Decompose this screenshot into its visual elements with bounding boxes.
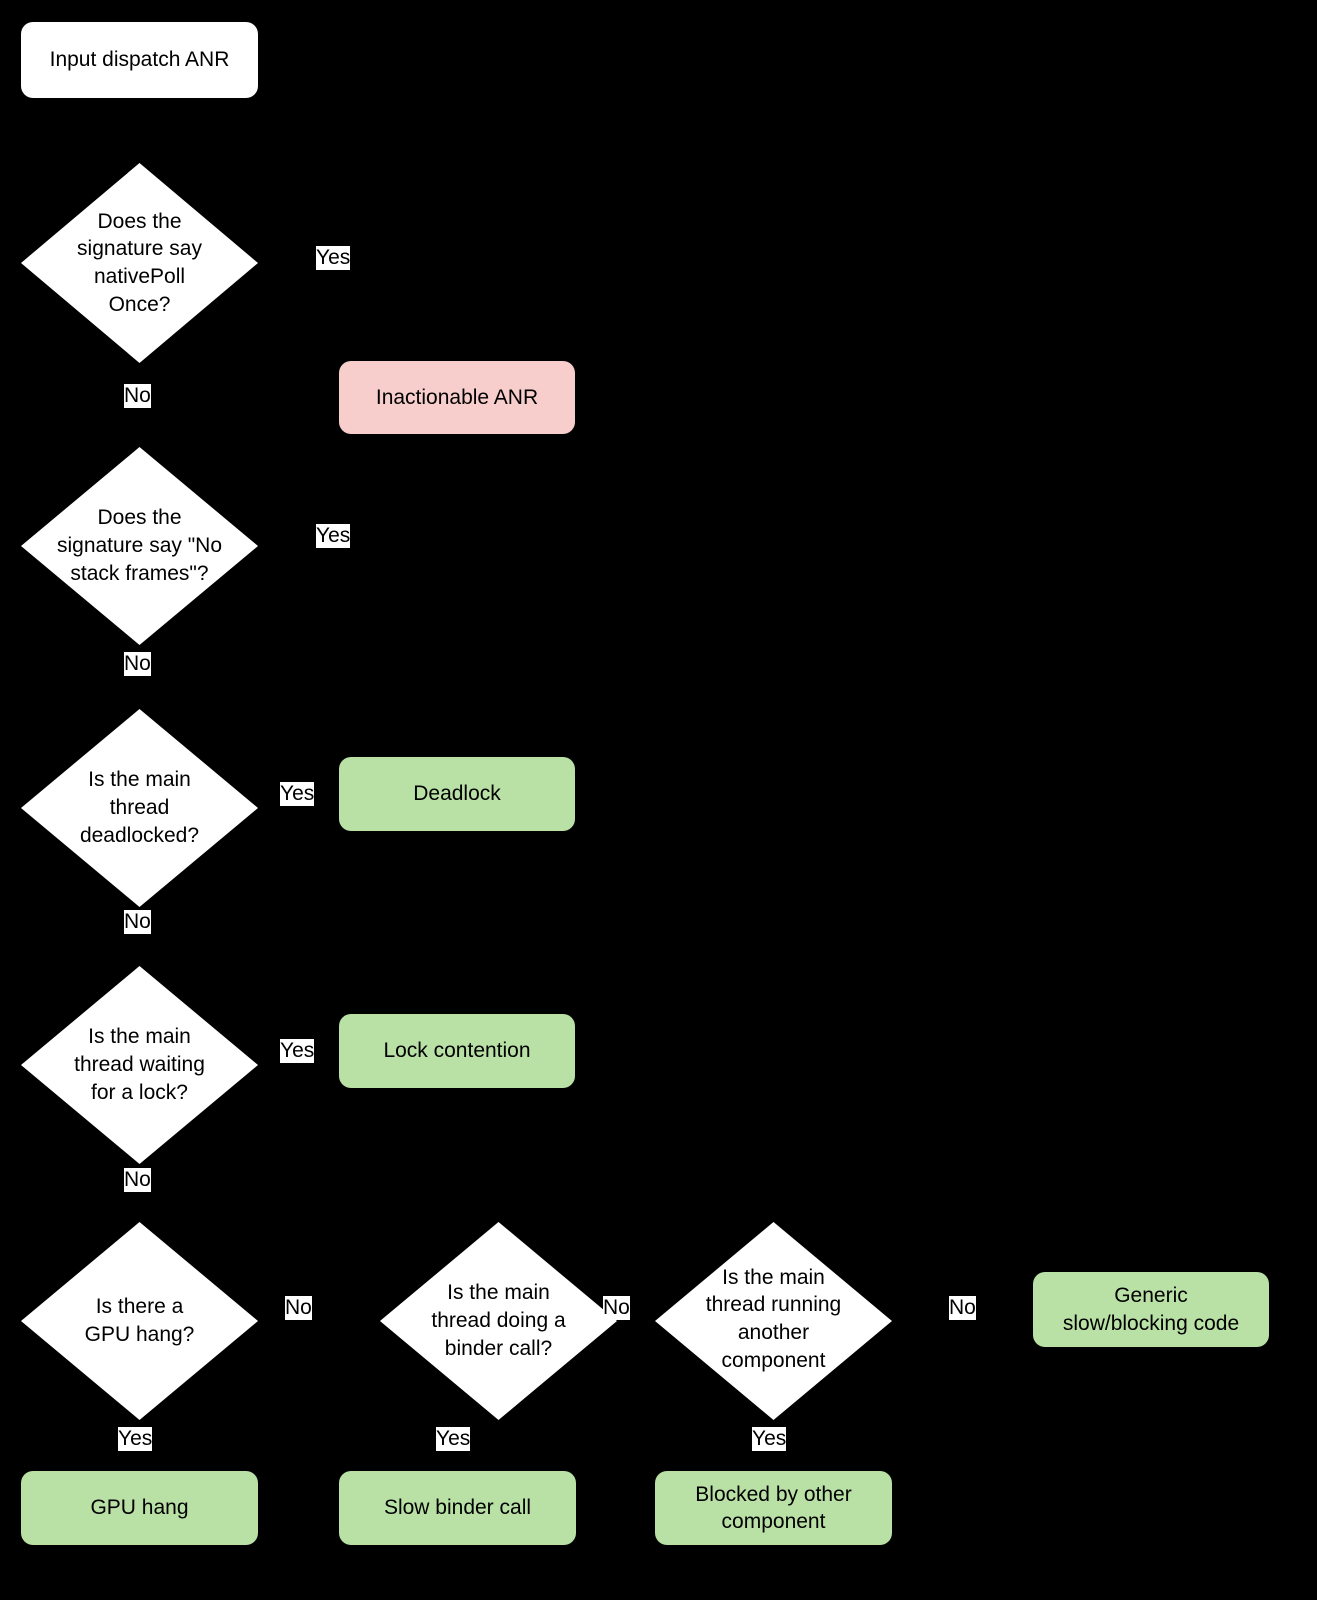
- decision-main-thread-deadlocked[interactable]: Is the main thread deadlocked?: [21, 709, 258, 907]
- decision-label: Is the main thread doing a binder call?: [431, 1281, 566, 1360]
- edge-label-d7-no: No: [949, 1296, 976, 1321]
- node-label: Inactionable ANR: [375, 385, 539, 409]
- edge-d1-yes-right: [258, 262, 458, 264]
- edge-d2-yes-right: [258, 545, 458, 547]
- decision-nativepollonce[interactable]: Does the signature say nativePoll Once?: [21, 163, 258, 363]
- node-label: Input dispatch ANR: [49, 48, 230, 72]
- edge-d1-yes-down: [456, 262, 458, 361]
- decision-label: Is the main thread running another compo…: [705, 1265, 842, 1372]
- node-terminal-deadlock[interactable]: Deadlock: [339, 757, 575, 831]
- edge-label-d3-yes: Yes: [280, 782, 315, 807]
- node-label: Slow binder call: [383, 1496, 532, 1520]
- edge-label-d6-no: No: [603, 1296, 630, 1321]
- node-label: GPU hang: [90, 1496, 189, 1520]
- decision-label: Does the signature say "No stack frames"…: [56, 506, 223, 585]
- decision-label: Is the main thread deadlocked?: [79, 768, 200, 847]
- edge-label-d2-yes: Yes: [316, 524, 351, 549]
- decision-binder-call[interactable]: Is the main thread doing a binder call?: [380, 1222, 617, 1420]
- decision-running-another-component[interactable]: Is the main thread running another compo…: [655, 1222, 892, 1420]
- edge-label-d1-no: No: [124, 384, 151, 409]
- edge-label-d4-no: No: [124, 1168, 151, 1193]
- node-terminal-inactionable-anr[interactable]: Inactionable ANR: [339, 361, 575, 434]
- node-label: Deadlock: [413, 782, 501, 806]
- edge-label-d5-yes: Yes: [118, 1427, 153, 1452]
- node-start-input-dispatch-anr[interactable]: Input dispatch ANR: [21, 22, 258, 98]
- edge-d7-no-right: [891, 1321, 1033, 1323]
- node-terminal-lock-contention[interactable]: Lock contention: [339, 1014, 575, 1088]
- edge-d4-yes-right: [258, 1064, 347, 1066]
- decision-no-stack-frames[interactable]: Does the signature say "No stack frames"…: [21, 447, 258, 645]
- edge-start-to-d1: [138, 98, 140, 163]
- edge-d3-no-down: [138, 907, 140, 967]
- decision-main-thread-waiting-lock[interactable]: Is the main thread waiting for a lock?: [21, 966, 258, 1164]
- node-terminal-generic-slow-blocking-code[interactable]: Generic slow/blocking code: [1033, 1272, 1269, 1347]
- edge-label-d6-yes: Yes: [436, 1427, 471, 1452]
- node-label: Lock contention: [383, 1039, 531, 1063]
- edge-label-d1-yes: Yes: [316, 246, 351, 271]
- edge-label-d2-no: No: [124, 652, 151, 677]
- edge-label-d7-yes: Yes: [752, 1427, 787, 1452]
- decision-label: Is the main thread waiting for a lock?: [74, 1025, 205, 1104]
- edge-d3-yes-right: [258, 807, 347, 809]
- decision-label: Is there a GPU hang?: [84, 1295, 195, 1346]
- node-terminal-gpu-hang[interactable]: GPU hang: [21, 1471, 258, 1545]
- edge-d2-no-down: [138, 645, 140, 709]
- node-terminal-slow-binder-call[interactable]: Slow binder call: [339, 1471, 576, 1545]
- node-label: Generic slow/blocking code: [1062, 1284, 1240, 1335]
- node-label: Blocked by other component: [695, 1482, 852, 1533]
- edge-d5-no-right: [258, 1321, 380, 1323]
- edge-d4-no-down: [138, 1164, 140, 1224]
- decision-label: Does the signature say nativePoll Once?: [77, 209, 202, 316]
- edge-label-d4-yes: Yes: [280, 1039, 315, 1064]
- node-terminal-blocked-by-other-component[interactable]: Blocked by other component: [655, 1471, 892, 1545]
- decision-gpu-hang[interactable]: Is there a GPU hang?: [21, 1222, 258, 1420]
- edge-label-d5-no: No: [285, 1296, 312, 1321]
- edge-label-d3-no: No: [124, 910, 151, 935]
